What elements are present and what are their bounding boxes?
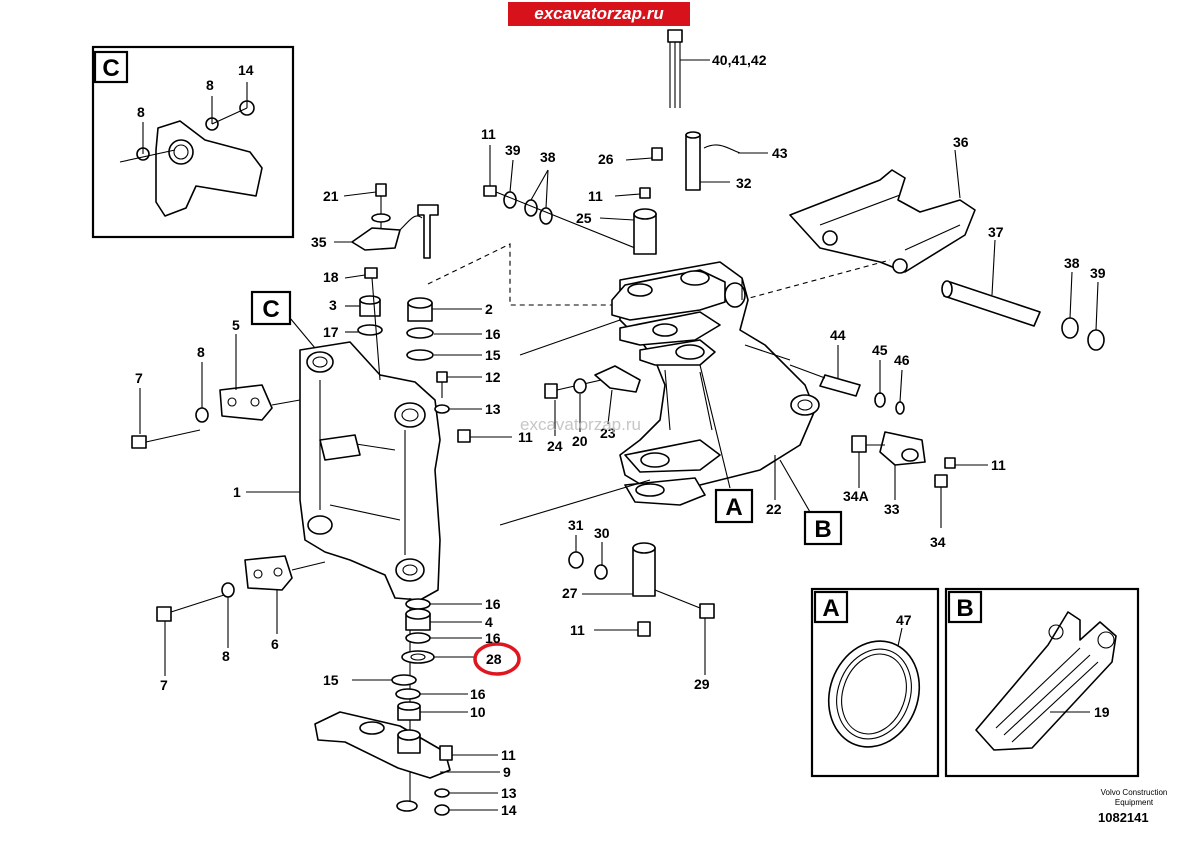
part-label: 13 [501,785,517,801]
detail-letter: C [102,55,119,82]
part-label: 18 [323,269,339,285]
part-label: 2 [485,301,493,317]
part-label: 11 [481,126,496,142]
part-label: 13 [485,401,501,417]
part-label: 47 [896,612,912,628]
drawing-number: 1082141 [1098,810,1149,825]
detail-view-b: B [944,587,1140,778]
part-label: 14 [501,802,517,818]
part-label: 38 [540,149,556,165]
part-label: 34 [930,534,946,550]
part-label: 15 [323,672,339,688]
part-label: 29 [694,676,710,692]
swing-frame [499,261,820,526]
part-label: 17 [323,324,339,340]
part-label: 20 [572,433,588,449]
part-label: 23 [600,425,616,441]
bushing-stack-upper [344,267,512,443]
part-label: 30 [594,525,610,541]
pin-27-assembly [568,535,715,675]
part-label: 43 [772,145,788,161]
watermark-banner: excavatorzap.ru [508,2,690,26]
part-label: 11 [588,188,603,204]
part-label: 37 [988,224,1004,240]
part-label: 1 [233,484,241,500]
part-label: 35 [311,234,327,250]
part-label: 16 [485,326,501,342]
part-label: 21 [323,188,339,204]
detail-letter: A [822,595,839,622]
pin-25-assembly [483,145,663,255]
bracket-23-assembly [544,365,641,436]
part-label: 36 [953,134,969,150]
part-label: 8 [197,344,205,360]
part-label: 15 [485,347,501,363]
part-label: 16 [485,630,501,646]
part-label: 11 [518,429,533,445]
detail-view-c: C [91,45,295,239]
part-label: 7 [160,677,168,693]
part-label: 24 [547,438,563,454]
part-label: 8 [137,104,145,120]
upper-bracket [789,149,976,274]
part-label: 7 [135,370,143,386]
detail-tag-b: B [779,459,843,546]
part-label: 5 [232,317,240,333]
detail-tag-c: C [250,290,292,326]
part-label: 44 [830,327,846,343]
part-label: 39 [1090,265,1106,281]
detail-letter: C [262,296,279,323]
part-label: 16 [470,686,486,702]
part-label: 45 [872,342,888,358]
detail-view-a: A [810,587,940,778]
top-bolt-assembly [667,29,768,191]
part-label: 38 [1064,255,1080,271]
watermark-center: excavatorzap.ru [520,415,641,434]
part-label: 19 [1094,704,1110,720]
frame-1 [246,311,441,601]
part-label: 31 [568,517,584,533]
detail-letter: B [956,595,973,622]
part-label: 26 [598,151,614,167]
part-label: 6 [271,636,279,652]
part-label: 46 [894,352,910,368]
part-label: 11 [991,457,1006,473]
detail-letter: B [814,516,831,543]
link-9-assembly [314,711,500,816]
part-label: 25 [576,210,592,226]
part-label: 10 [470,704,486,720]
bracket-35 [334,183,439,259]
part-label: 11 [501,747,516,763]
part-labels: 40,41,42 43 32 36 37 38 39 11 39 38 26 1… [135,52,1110,818]
brand-line2: Equipment [1114,798,1154,807]
part-label: 3 [329,297,337,313]
part-label: 16 [485,596,501,612]
part-label: 8 [222,648,230,664]
part-label: 40,41,42 [712,52,767,68]
part-label: 39 [505,142,521,158]
brand-line1: Volvo Construction [1100,788,1168,797]
part-label: 9 [503,764,511,780]
part-label: 34A [843,488,869,504]
part-label: 22 [766,501,782,517]
part-label: 8 [206,77,214,93]
pin-33-assembly [774,345,988,528]
part-label: 12 [485,369,501,385]
plate-5-assembly [131,334,301,449]
detail-tag-a: A [699,364,754,524]
highlight-circle [473,642,521,676]
plate-6-assembly [156,555,326,676]
part-label: 14 [238,62,254,78]
part-label: 11 [570,622,585,638]
part-label: 4 [485,614,493,630]
part-label: 33 [884,501,900,517]
pin-37 [941,239,1105,351]
part-label: 32 [736,175,752,191]
bushing-stack-lower [352,598,482,806]
part-label: 27 [562,585,578,601]
detail-letter: A [725,494,742,521]
part-label: 28 [486,651,502,667]
brand-caption: Volvo Construction Equipment [1082,788,1186,808]
